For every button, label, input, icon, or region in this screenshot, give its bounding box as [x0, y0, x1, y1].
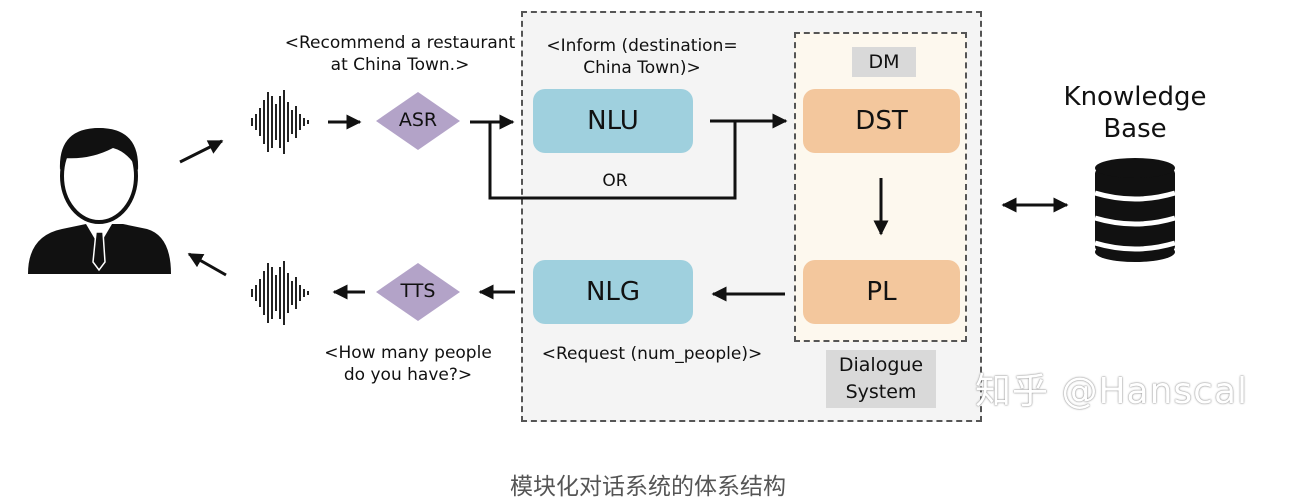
dst-label: DST: [855, 106, 908, 136]
asr-diamond: [376, 92, 460, 150]
user-input-utterance: <Recommend a restaurant at China Town.>: [284, 33, 516, 75]
pl-module: PL: [803, 260, 960, 324]
request-act-utterance: <Request (num_people)>: [541, 344, 763, 364]
arrow-user-to-wave: [179, 139, 224, 164]
inform-act-utterance: <Inform (destination= China Town)>: [546, 36, 738, 78]
asr-label: ASR: [398, 109, 438, 131]
nlg-module: NLG: [533, 260, 693, 324]
database-icon: [1094, 158, 1176, 262]
pl-label: PL: [866, 277, 897, 307]
system-output-utterance: <How many people do you have?>: [324, 343, 492, 385]
arrow-asr-to-nlu-or-loop: [488, 114, 737, 200]
arrow-wave-to-user: [187, 252, 227, 277]
user-icon: [28, 128, 171, 274]
watermark: 知乎 @Hanscal: [975, 371, 1249, 412]
knowledge-base-label: Knowledge Base: [1063, 82, 1207, 144]
dialogue-system-tag: Dialogue System: [826, 350, 936, 408]
nlg-label: NLG: [585, 277, 641, 307]
figure-caption: 模块化对话系统的体系结构: [510, 474, 786, 500]
nlu-label: NLU: [587, 106, 639, 136]
dm-tag: DM: [852, 47, 916, 77]
waveform-icon: [251, 261, 309, 325]
tts-label: TTS: [400, 280, 436, 302]
waveform-icon: [251, 90, 309, 154]
nlu-module: NLU: [533, 89, 693, 153]
tts-diamond: [376, 263, 460, 321]
dst-module: DST: [803, 89, 960, 153]
or-label: OR: [602, 171, 628, 191]
